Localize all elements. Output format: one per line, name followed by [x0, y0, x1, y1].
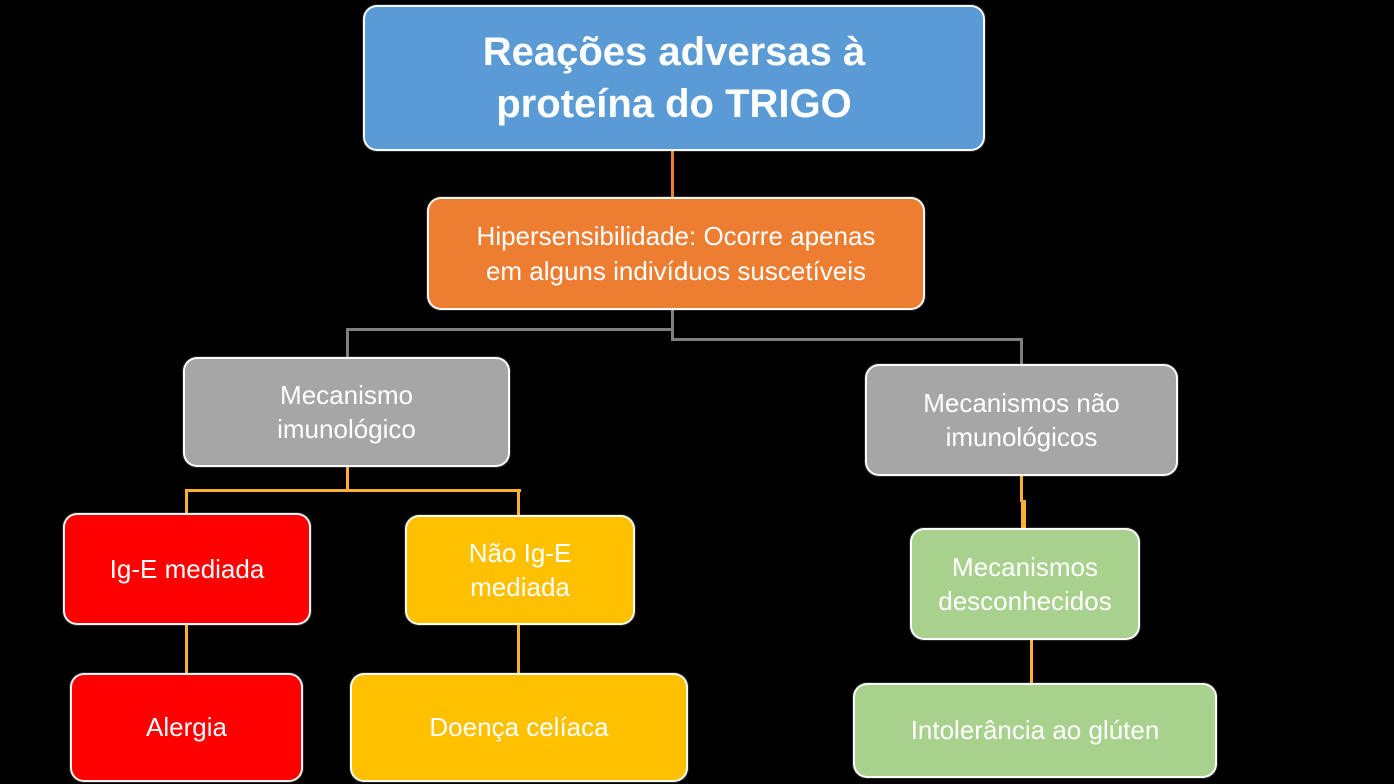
connector-root-to-hypersensitivity: [671, 151, 674, 197]
node-root-title: Reações adversas à proteína do TRIGO: [363, 5, 985, 151]
node-allergy: Alergia: [70, 673, 303, 782]
connector-ige-to-allergy: [185, 625, 188, 673]
node-gluten-intolerance-label: Intolerância ao glúten: [910, 715, 1160, 746]
connector-branch-left-horizontal: [346, 328, 674, 331]
node-unknown-mechanisms: Mecanismos desconhecidos: [910, 528, 1140, 640]
node-celiac-disease-label: Doença celíaca: [429, 712, 609, 743]
node-non-immunologic-label: Mecanismos não imunológicos: [923, 387, 1120, 452]
node-ige-mediated-label: Ig-E mediada: [109, 553, 265, 584]
connector-branch-right-vertical: [1020, 338, 1023, 364]
node-hypersensitivity: Hipersensibilidade: Ocorre apenas em alg…: [427, 197, 925, 310]
node-hypersensitivity-label: Hipersensibilidade: Ocorre apenas em alg…: [476, 221, 876, 286]
node-celiac-disease: Doença celíaca: [350, 673, 688, 782]
connector-immunologic-stem: [346, 467, 349, 490]
node-non-ige-mediated: Não Ig-E mediada: [405, 515, 635, 625]
node-non-ige-mediated-label: Não Ig-E mediada: [468, 537, 572, 602]
node-allergy-label: Alergia: [146, 712, 227, 743]
connector-immunologic-horizontal: [185, 489, 521, 492]
node-immunologic-mechanism: Mecanismo imunológico: [183, 357, 510, 467]
connector-to-ige-mediated: [185, 489, 188, 513]
node-gluten-intolerance: Intolerância ao glúten: [853, 683, 1217, 778]
connector-branch-left-vertical: [346, 328, 349, 357]
node-non-immunologic-mechanisms: Mecanismos não imunológicos: [865, 364, 1178, 476]
connector-to-non-ige-mediated: [517, 489, 520, 515]
connector-branch-right-horizontal: [671, 338, 1023, 341]
connector-nonige-to-celiac: [517, 625, 520, 673]
node-root-label: Reações adversas à proteína do TRIGO: [482, 30, 866, 126]
connector-nonimmunologic-to-unknown-upper: [1020, 476, 1023, 502]
node-immunologic-label: Mecanismo imunológico: [277, 379, 416, 444]
node-unknown-mechanisms-label: Mecanismos desconhecidos: [938, 551, 1112, 616]
connector-unknown-to-gluten-intolerance: [1030, 640, 1033, 683]
connector-nonimmunologic-to-unknown-lower: [1021, 500, 1026, 528]
node-ige-mediated: Ig-E mediada: [63, 513, 311, 625]
connector-hypersensitivity-stem: [671, 310, 674, 341]
